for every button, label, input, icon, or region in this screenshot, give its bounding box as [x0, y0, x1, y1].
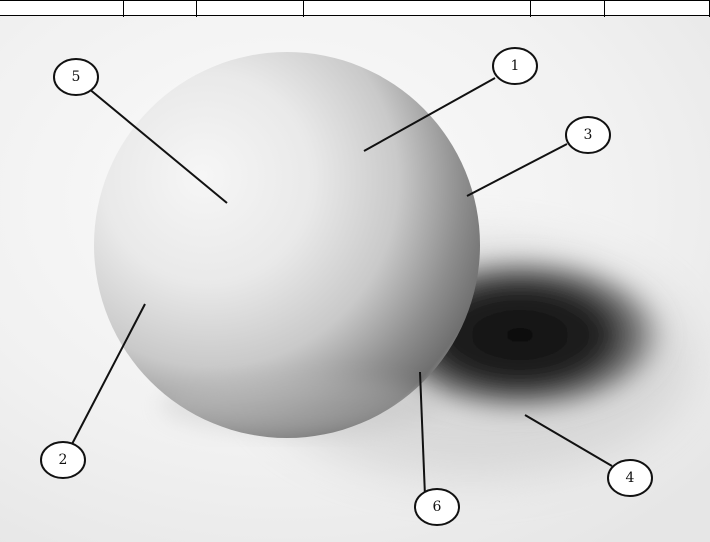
callout-label-2: 2: [59, 452, 68, 468]
callout-3: 3: [566, 117, 610, 153]
reflected-light: [160, 375, 440, 435]
callout-label-6: 6: [433, 499, 442, 515]
table-divider: [123, 1, 124, 17]
callout-label-5: 5: [72, 69, 81, 85]
table-divider: [604, 1, 605, 17]
table-divider: [196, 1, 197, 17]
callout-label-1: 1: [511, 58, 520, 74]
callout-label-3: 3: [584, 127, 593, 143]
callout-6: 6: [415, 489, 459, 525]
top-table-border-overlay: [0, 0, 710, 16]
callout-4: 4: [608, 460, 652, 496]
callout-5: 5: [54, 59, 98, 95]
callout-label-4: 4: [626, 470, 635, 486]
table-divider: [303, 1, 304, 17]
table-divider: [530, 1, 531, 17]
callout-1: 1: [493, 48, 537, 84]
callout-2: 2: [41, 442, 85, 478]
